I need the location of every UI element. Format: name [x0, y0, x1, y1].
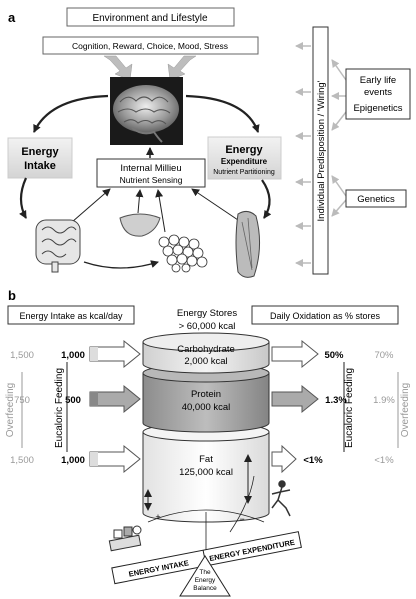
protein-label: Protein: [191, 389, 221, 400]
balance-fulcrum: [179, 555, 231, 597]
fat-store: [142, 431, 270, 523]
internal-milieu-box: [96, 158, 206, 188]
intestine-icon: [35, 219, 81, 273]
runner-icon: [271, 480, 291, 517]
eucaloric-intake-fat: 1,000: [61, 455, 85, 466]
muscle-icon: [235, 210, 260, 278]
brain-arrows: [19, 94, 272, 219]
expenditure-to-muscle-arrow: [261, 179, 272, 219]
overfeeding-label-right: Overfeeding: [400, 383, 411, 437]
environment-label: Environment and Lifestyle: [92, 13, 208, 24]
environment-box: [66, 7, 235, 27]
genetics-box: [345, 189, 407, 208]
intake-header: Energy Intake as kcal/day: [19, 311, 123, 321]
environment-arrows: [103, 55, 197, 81]
predisposition-label: Individual Predisposition / 'Wiring': [316, 80, 327, 221]
right-down-arrow: [167, 55, 197, 81]
stores-header-line1: Energy Stores: [177, 308, 237, 319]
intake-to-gut-arrow: [19, 177, 28, 219]
fat-oxidation-arrow: [271, 444, 297, 474]
early-life-box: [345, 68, 411, 120]
internal-milieu-line1: Internal Millieu: [120, 163, 181, 174]
early-life-line1: Early life: [360, 75, 396, 86]
fulcrum-line2: Energy: [195, 577, 216, 584]
minus-sign: −: [239, 514, 244, 524]
eucaloric-intake-carb: 1,000: [61, 350, 85, 361]
gut-to-adipose-arrow: [83, 260, 159, 269]
carbohydrate-label: Carbohydrate: [177, 344, 235, 355]
organ-signal-arrows: [71, 188, 239, 233]
energy-expenditure-line1: Energy: [225, 144, 263, 156]
overfeeding-intake-fat: 1,500: [10, 455, 34, 466]
overfeeding-intake-carb: 1,500: [10, 350, 34, 361]
left-down-arrow: [103, 55, 133, 81]
fulcrum-line3: Balance: [193, 585, 217, 592]
brain-to-expenditure-arrow: [185, 94, 260, 133]
overfeeding-label-left: Overfeeding: [5, 383, 16, 437]
oxidation-header-box: [251, 305, 399, 325]
predisposition-arrows: [295, 42, 347, 267]
energy-expenditure-line2: Expenditure: [221, 157, 268, 166]
eucaloric-label-left: Eucaloric Feeding: [54, 368, 65, 448]
liver-icon: [119, 213, 161, 237]
energy-intake-line1: Energy: [21, 146, 59, 158]
intake-header-box: [7, 305, 135, 325]
internal-milieu-line2: Nutrient Sensing: [120, 175, 183, 185]
fulcrum-line1: The: [199, 569, 211, 576]
epigenetics-label: Epigenetics: [353, 103, 402, 114]
energy-intake-line2: Intake: [24, 160, 56, 172]
energy-expenditure-box: [207, 136, 282, 180]
energy-intake-box: [7, 137, 73, 179]
protein-store: [142, 372, 270, 433]
adipose-cells-icon: [158, 234, 208, 273]
cognition-label: Cognition, Reward, Choice, Mood, Stress: [72, 41, 228, 51]
oxidation-header: Daily Oxidation as % stores: [270, 311, 381, 321]
energy-expenditure-line3: Nutrient Partitioning: [213, 169, 275, 176]
energy-stores-cylinder: [142, 332, 270, 523]
intake-arrows: [89, 339, 141, 474]
overfeeding-ox-carb: 70%: [374, 350, 394, 361]
eucaloric-intake-protein: 500: [65, 395, 81, 406]
plus-sign: +: [155, 512, 160, 522]
eucaloric-ox-protein: 1.3%: [325, 395, 347, 406]
eucaloric-ox-carb: 50%: [324, 350, 344, 361]
food-tray-icon: [108, 525, 142, 552]
eucaloric-label-right: Eucaloric Feeding: [344, 368, 355, 448]
panel-a-label: a: [8, 10, 16, 25]
brain-to-intake-arrow: [33, 94, 109, 133]
store-size-arrows: [144, 454, 252, 511]
panel-b-label: b: [8, 288, 16, 303]
protein-oxidation-arrow: [271, 384, 319, 414]
fat-label: Fat: [199, 454, 213, 465]
protein-amount: 40,000 kcal: [182, 402, 231, 413]
predisposition-box: [312, 26, 329, 275]
overfeeding-ox-protein: 1.9%: [373, 395, 395, 406]
fat-amount: 125,000 kcal: [179, 467, 233, 478]
genetics-label: Genetics: [357, 194, 395, 205]
cognition-box: [42, 36, 259, 55]
overfeeding-ox-fat: <1%: [374, 455, 394, 466]
oxidation-arrows: [271, 339, 319, 474]
carbohydrate-amount: 2,000 kcal: [184, 356, 227, 367]
carbohydrate-oxidation-arrow: [271, 339, 319, 369]
eucaloric-ox-fat: <1%: [303, 455, 323, 466]
balance-connectors: [147, 475, 265, 555]
early-life-line2: events: [364, 87, 392, 98]
stores-header-line2: > 60,000 kcal: [179, 321, 236, 332]
brain-image: [110, 77, 183, 145]
